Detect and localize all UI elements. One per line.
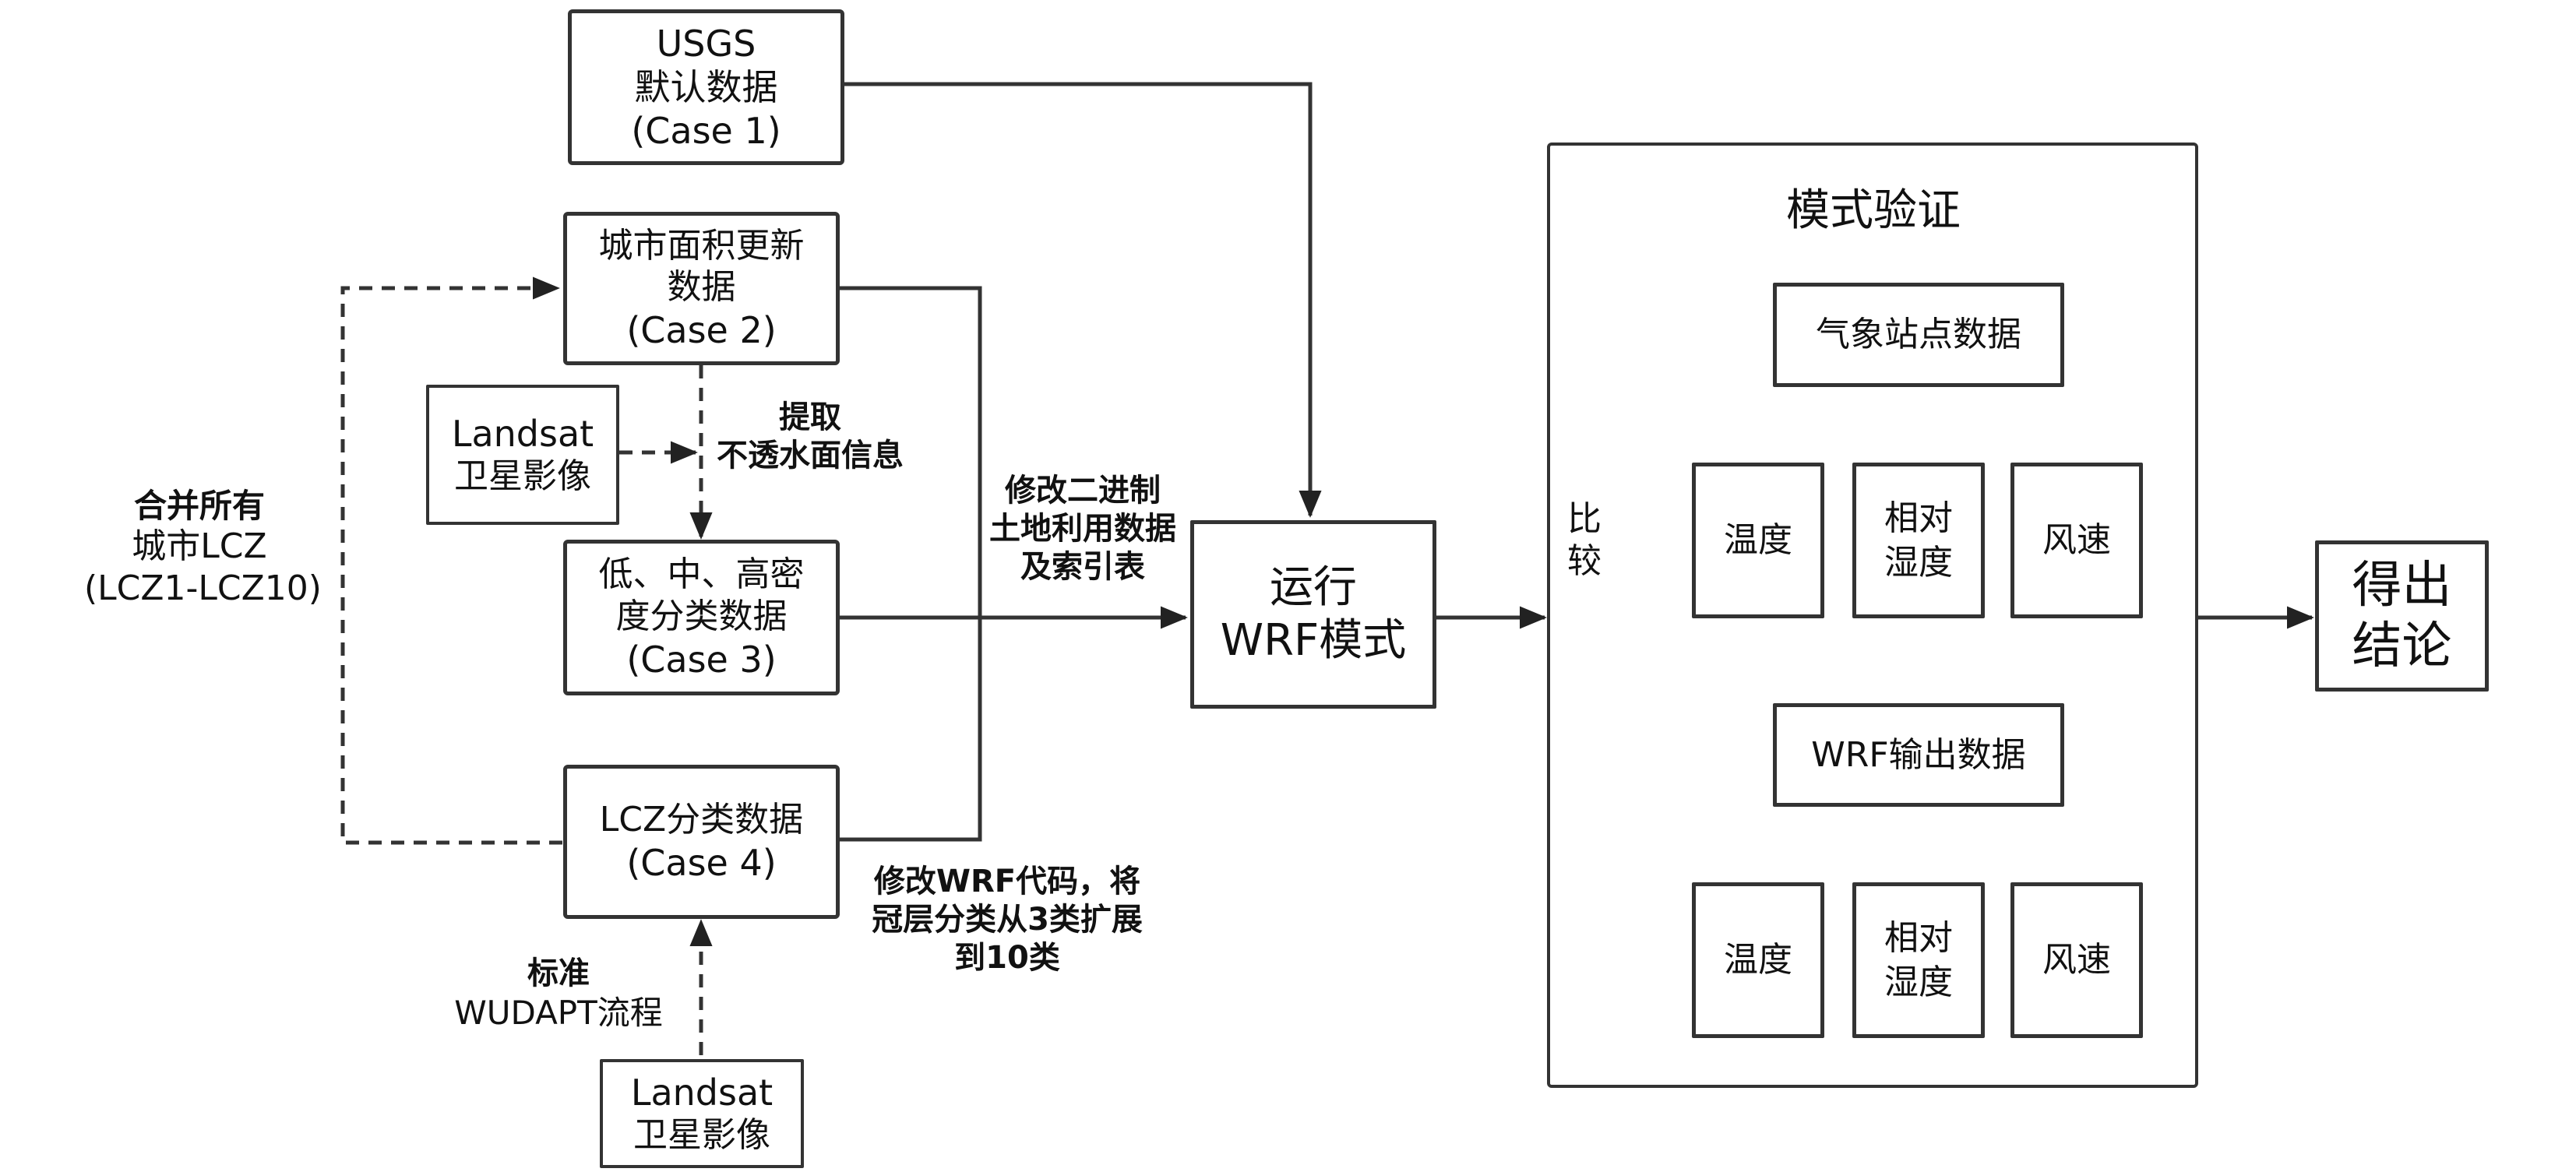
var-wind-top-label: 风速: [2042, 520, 2111, 561]
case2-line2: 数据: [667, 267, 736, 308]
panel-title: 模式验证: [1786, 185, 1961, 236]
merge-loop-dashed-arrow: [340, 276, 562, 845]
var-temp-top-label: 温度: [1724, 520, 1792, 561]
usgs-default-label: 默认数据: [634, 65, 778, 108]
var-temp-top: 温度: [1692, 463, 1824, 618]
var-humidity-bottom-label: 相对湿度: [1884, 917, 1953, 1002]
usgs-case-label: (Case 1): [631, 110, 781, 153]
modify-code-line3: 到10类: [954, 939, 1060, 976]
case2-case-label: (Case 2): [626, 309, 777, 352]
extract-line2: 不透水面信息: [717, 437, 904, 473]
wrf-output-label: WRF输出数据: [1811, 734, 2026, 775]
case3-density-box: 低、中、高密 度分类数据 (Case 3): [563, 540, 840, 695]
landsat-top-line1: Landsat: [451, 413, 594, 456]
var-temp-bottom: 温度: [1692, 882, 1824, 1038]
merge-label: 合并所有 城市LCZ (LCZ1-LCZ10): [84, 486, 322, 610]
run-wrf-box: 运行 WRF模式: [1190, 520, 1436, 709]
landsat-bottom-line2: 卫星影像: [633, 1115, 770, 1156]
case3-line1: 低、中、高密: [598, 554, 805, 595]
modify-code-label: 修改WRF代码，将 冠层分类从3类扩展 到10类: [855, 863, 1159, 977]
merge-line1: 合并所有: [133, 487, 265, 525]
compare-char2: 较: [1567, 540, 1602, 581]
wudapt-label: 标准 WUDAPT流程: [430, 955, 687, 1033]
modify-binary-line3: 及索引表: [1020, 548, 1145, 585]
extract-label: 提取 不透水面信息: [717, 399, 904, 475]
merge-line2: 城市LCZ: [132, 526, 267, 567]
case2-urban-area-box: 城市面积更新 数据 (Case 2): [563, 212, 840, 365]
modify-binary-label: 修改二进制 土地利用数据 及索引表: [966, 472, 1200, 586]
run-wrf-line1: 运行: [1270, 561, 1357, 613]
landsat-bottom-box: Landsat 卫星影像: [600, 1059, 804, 1168]
merge-line3: (LCZ1-LCZ10): [84, 568, 322, 608]
conclusion-box: 得出 结论: [2315, 540, 2489, 692]
case2-bus-line: [840, 286, 982, 842]
landsat-top-line2: 卫星影像: [454, 456, 591, 497]
var-temp-bottom-label: 温度: [1724, 940, 1792, 980]
usgs-to-wrf-arrow: [840, 82, 1322, 518]
extract-line1: 提取: [779, 399, 841, 435]
modify-code-line1: 修改WRF代码，将: [873, 864, 1141, 899]
wudapt-line1: 标准: [527, 956, 590, 991]
var-wind-bottom: 风速: [2010, 882, 2143, 1038]
modify-binary-line1: 修改二进制: [1005, 473, 1161, 509]
var-wind-top: 风速: [2010, 463, 2143, 618]
usgs-default-data-box: USGS 默认数据 (Case 1): [568, 9, 844, 165]
landsat-top-box: Landsat 卫星影像: [426, 385, 619, 525]
modify-code-line2: 冠层分类从3类扩展: [872, 901, 1143, 938]
var-humidity-bottom: 相对湿度: [1852, 882, 1985, 1038]
conclusion-line1: 得出: [2352, 556, 2452, 614]
case3-line2: 度分类数据: [615, 596, 788, 636]
case4-lcz-box: LCZ分类数据 (Case 4): [563, 765, 840, 919]
var-humidity-top-label: 相对湿度: [1884, 498, 1953, 582]
case3-case-label: (Case 3): [626, 638, 777, 681]
case2-line1: 城市面积更新: [598, 225, 805, 266]
modify-binary-line2: 土地利用数据: [989, 510, 1176, 547]
case4-line1: LCZ分类数据: [599, 800, 804, 840]
wrf-output-data-box: WRF输出数据: [1773, 703, 2064, 807]
compare-label: 比 较: [1561, 498, 1608, 582]
wudapt-line2: WUDAPT流程: [454, 993, 663, 1032]
landsat-bottom-line1: Landsat: [630, 1072, 774, 1114]
station-data-box: 气象站点数据: [1773, 283, 2064, 387]
usgs-label: USGS: [656, 22, 756, 65]
conclusion-line2: 结论: [2352, 618, 2452, 675]
case4-case-label: (Case 4): [626, 841, 777, 884]
run-wrf-line2: WRF模式: [1220, 615, 1407, 666]
station-data-label: 气象站点数据: [1816, 315, 2021, 355]
var-wind-bottom-label: 风速: [2042, 940, 2111, 980]
var-humidity-top: 相对湿度: [1852, 463, 1985, 618]
compare-char1: 比: [1567, 499, 1602, 539]
